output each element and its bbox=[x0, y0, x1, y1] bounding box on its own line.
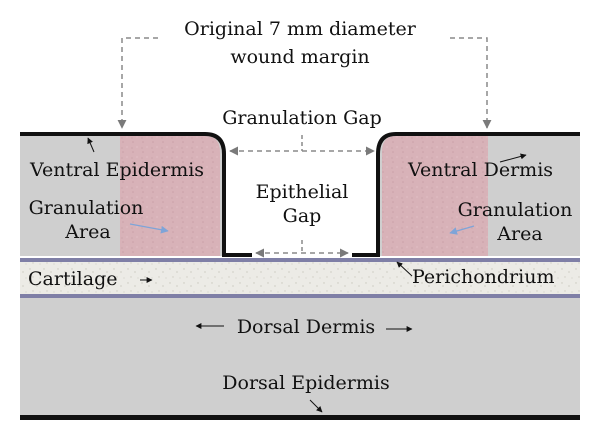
granulation-area-right-line1: Granulation bbox=[458, 199, 573, 221]
granulation-left-pointer bbox=[129, 223, 169, 234]
granulation-area-left bbox=[120, 136, 220, 256]
dorsal-dermis-layer bbox=[20, 296, 580, 417]
perichondrium-top bbox=[20, 258, 580, 262]
wound-margin-label-line1: Original 7 mm diameter bbox=[184, 18, 417, 40]
perichondrium-bottom bbox=[20, 294, 580, 298]
granulation-area-left-line1: Granulation bbox=[29, 197, 144, 219]
granulation-area-left-line2: Area bbox=[64, 221, 110, 243]
epithelial-gap-label-line2: Gap bbox=[283, 205, 322, 227]
perichondrium-label: Perichondrium bbox=[412, 266, 554, 288]
ventral-epidermis-left bbox=[20, 132, 252, 257]
granulation-right-pointer bbox=[449, 225, 475, 235]
perichondrium-pointer bbox=[396, 261, 413, 277]
granulation-area-right-line2: Area bbox=[496, 223, 542, 245]
granulation-gap-label: Granulation Gap bbox=[222, 107, 382, 129]
ventral-epidermis-right bbox=[352, 132, 580, 257]
dorsal-epidermis-layer bbox=[20, 415, 580, 420]
wound-margin-bracket bbox=[117, 37, 492, 129]
epithelial-gap-label-line1: Epithelial bbox=[256, 181, 349, 203]
cartilage-label: Cartilage bbox=[28, 268, 117, 290]
epithelial-gap-arrow bbox=[255, 240, 349, 258]
ventral-dermis-label: Ventral Dermis bbox=[407, 159, 553, 181]
granulation-area-right bbox=[382, 136, 488, 256]
wound-margin-label-line2: wound margin bbox=[230, 46, 369, 68]
ventral-dermis-pointer bbox=[499, 153, 527, 163]
cartilage-layer bbox=[20, 262, 580, 296]
ventral-epidermis-pointer bbox=[87, 137, 95, 153]
ventral-epidermis-label: Ventral Epidermis bbox=[29, 159, 204, 181]
granulation-gap-arrow bbox=[229, 135, 375, 156]
dorsal-epidermis-pointer bbox=[309, 399, 323, 413]
dorsal-dermis-label: Dorsal Dermis bbox=[237, 316, 375, 338]
dorsal-epidermis-label: Dorsal Epidermis bbox=[222, 372, 389, 394]
